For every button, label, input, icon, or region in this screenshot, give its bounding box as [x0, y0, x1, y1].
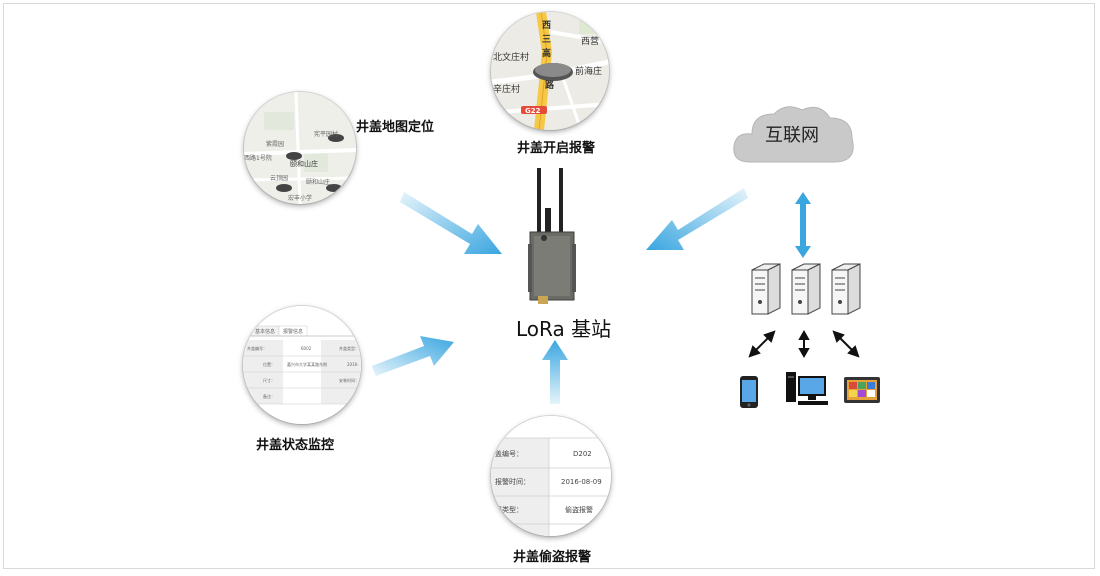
- map-location-circle: 宪平园村 紫霞园 西路1号院 颐和山庄 云顶园 颐和山庄 宏丰小学: [244, 92, 356, 204]
- svg-text:报警信息: 报警信息: [283, 328, 303, 335]
- svg-text:尺寸：: 尺寸：: [263, 377, 275, 383]
- svg-text:嘉兴市大学某某路东侧: 嘉兴市大学某某路东侧: [287, 361, 327, 367]
- base-station-icon: [528, 168, 576, 304]
- map-location-label: 井盖地图定位: [356, 120, 435, 135]
- svg-text:备注：: 备注：: [263, 393, 275, 399]
- map-icon: 宪平园村 紫霞园 西路1号院 颐和山庄 云顶园 颐和山庄 宏丰小学: [244, 92, 356, 204]
- svg-text:基本信息: 基本信息: [255, 328, 275, 335]
- theft-alarm-circle: 盖编号： D202 报警时间： 2016-08-09 报类型： 偷盗报警: [491, 416, 611, 536]
- status-monitor-label: 井盖状态监控: [256, 438, 335, 453]
- cloud-icon: [733, 106, 854, 163]
- svg-text:6002: 6002: [301, 346, 312, 351]
- svg-text:D202: D202: [573, 450, 592, 458]
- svg-text:偷盗报警: 偷盗报警: [565, 505, 593, 514]
- phone-icon: [740, 376, 758, 408]
- svg-text:报类型：: 报类型：: [495, 505, 523, 514]
- open-alarm-label: 井盖开启报警: [517, 141, 596, 156]
- tablet-icon: [844, 377, 880, 403]
- svg-text:路: 路: [545, 79, 555, 91]
- svg-text:北文庄村: 北文庄村: [493, 51, 529, 63]
- svg-text:宏丰小学: 宏丰小学: [288, 194, 312, 202]
- arrow-from-status: [372, 336, 454, 376]
- svg-text:井盖类型：: 井盖类型：: [339, 345, 359, 351]
- svg-text:西: 西: [542, 20, 551, 31]
- svg-text:紫霞园: 紫霞园: [266, 140, 284, 148]
- svg-text:位置：: 位置：: [263, 361, 275, 367]
- internet-server-link: [795, 192, 811, 258]
- status-monitor-circle: 基本信息 报警信息 井盖编号： 6002 井盖类型： 位置： 嘉兴市大学某某路东…: [243, 306, 361, 424]
- svg-text:三: 三: [542, 34, 551, 45]
- svg-text:宪平园村: 宪平园村: [314, 130, 338, 138]
- svg-text:云顶园: 云顶园: [270, 175, 288, 182]
- map-icon: 西 三 高 北文庄村 西营 前海庄 辛庄村 路 G22: [491, 12, 609, 130]
- svg-text:高: 高: [542, 47, 551, 59]
- svg-text:西营: 西营: [581, 35, 599, 47]
- svg-text:盖编号：: 盖编号：: [495, 449, 523, 458]
- svg-text:G22: G22: [525, 107, 541, 115]
- svg-text:颐和山庄: 颐和山庄: [306, 178, 330, 186]
- desktop-icon: [786, 372, 828, 405]
- svg-text:颐和山庄: 颐和山庄: [290, 159, 318, 168]
- svg-text:前海庄: 前海庄: [575, 65, 602, 77]
- internet-label: 互联网: [765, 125, 819, 146]
- open-alarm-map: 西 三 高 北文庄村 西营 前海庄 辛庄村 路 G22: [491, 12, 609, 130]
- svg-text:安装时间：: 安装时间：: [339, 377, 359, 383]
- arrow-from-internet: [646, 188, 748, 250]
- arrow-from-theft: [542, 340, 568, 404]
- svg-text:报警时间：: 报警时间：: [495, 477, 530, 486]
- svg-text:西路1号院: 西路1号院: [244, 154, 272, 162]
- server-icon: [831, 263, 861, 315]
- arrow-from-map: [400, 192, 502, 254]
- server-group: [751, 263, 861, 315]
- svg-text:2016-: 2016-: [347, 362, 359, 367]
- svg-text:井盖编号：: 井盖编号：: [247, 345, 267, 351]
- theft-alarm-label: 井盖偷盗报警: [513, 550, 592, 565]
- svg-text:辛庄村: 辛庄村: [493, 83, 520, 95]
- status-table: 基本信息 报警信息 井盖编号： 6002 井盖类型： 位置： 嘉兴市大学某某路东…: [243, 306, 361, 424]
- server-icon: [751, 263, 781, 315]
- diagram-frame: [3, 3, 1095, 569]
- server-icon: [791, 263, 821, 315]
- svg-text:2016-08-09: 2016-08-09: [561, 478, 602, 486]
- theft-table: 盖编号： D202 报警时间： 2016-08-09 报类型： 偷盗报警: [491, 416, 611, 536]
- base-station-label: LoRa 基站: [516, 317, 612, 341]
- device-links: [748, 330, 860, 359]
